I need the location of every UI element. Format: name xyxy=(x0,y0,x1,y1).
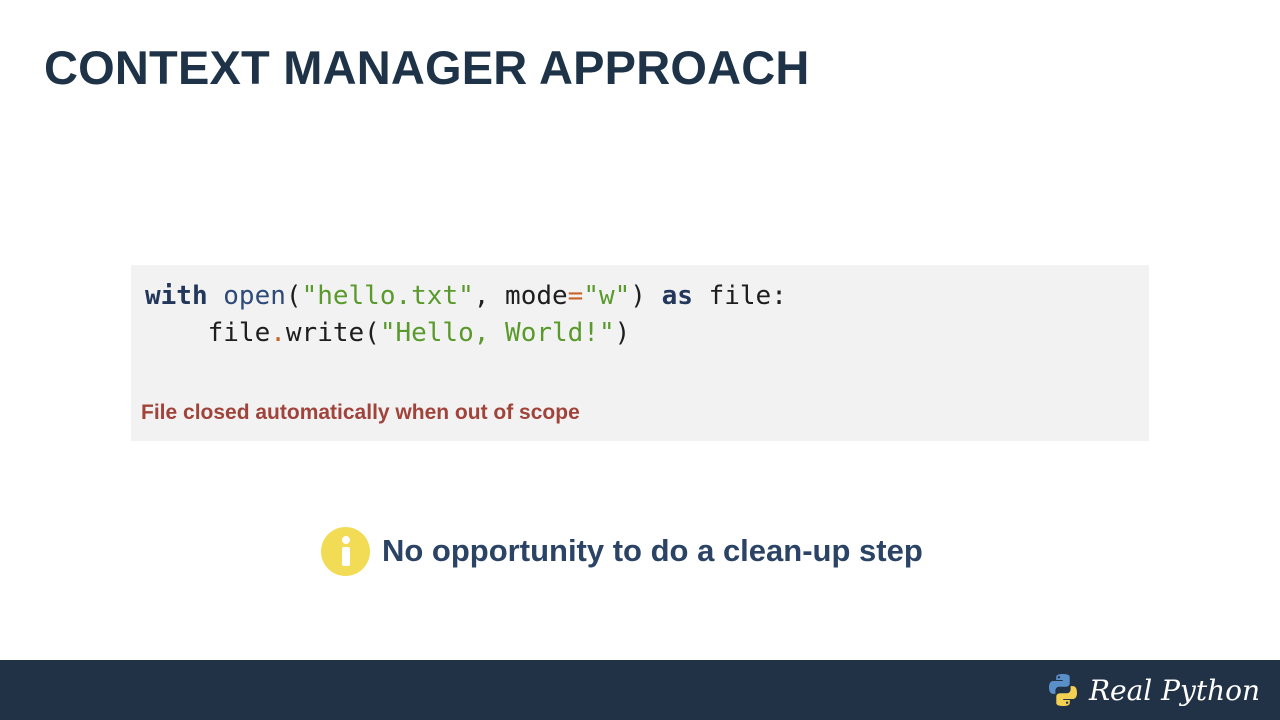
code-block: with open("hello.txt", mode="w") as file… xyxy=(131,265,1149,441)
code-token xyxy=(208,281,224,311)
code-token: ( xyxy=(285,281,302,311)
code-token: write( xyxy=(285,318,380,348)
info-callout-text: No opportunity to do a clean-up step xyxy=(382,533,923,568)
code-token-kw: with xyxy=(145,281,208,311)
code-token-str: "w" xyxy=(583,281,631,311)
code-token: ) xyxy=(630,281,662,311)
brand-name: Real Python xyxy=(1088,673,1260,707)
code-token: , mode xyxy=(473,281,568,311)
code-line: with open("hello.txt", mode="w") as file… xyxy=(145,281,787,311)
code-line: file.write("Hello, World!") xyxy=(145,318,631,348)
python-logo-icon xyxy=(1048,674,1077,706)
code-listing: with open("hello.txt", mode="w") as file… xyxy=(145,278,787,352)
info-callout: No opportunity to do a clean-up step xyxy=(321,526,923,576)
footer-bar: Real Python xyxy=(0,660,1280,720)
code-note: File closed automatically when out of sc… xyxy=(141,401,580,424)
slide-title: CONTEXT MANAGER APPROACH xyxy=(44,41,810,94)
code-token-fn: open xyxy=(223,281,286,311)
code-token-str: "hello.txt" xyxy=(301,281,474,311)
code-token-op: = xyxy=(567,281,584,311)
code-token: ) xyxy=(614,318,631,348)
code-token-op: . xyxy=(270,318,286,348)
code-token: file: xyxy=(692,281,787,311)
code-token: file xyxy=(145,318,271,348)
brand: Real Python xyxy=(1045,670,1260,710)
code-token-kw: as xyxy=(661,281,693,311)
code-token-str: "Hello, World!" xyxy=(379,318,615,348)
info-icon xyxy=(321,526,370,576)
